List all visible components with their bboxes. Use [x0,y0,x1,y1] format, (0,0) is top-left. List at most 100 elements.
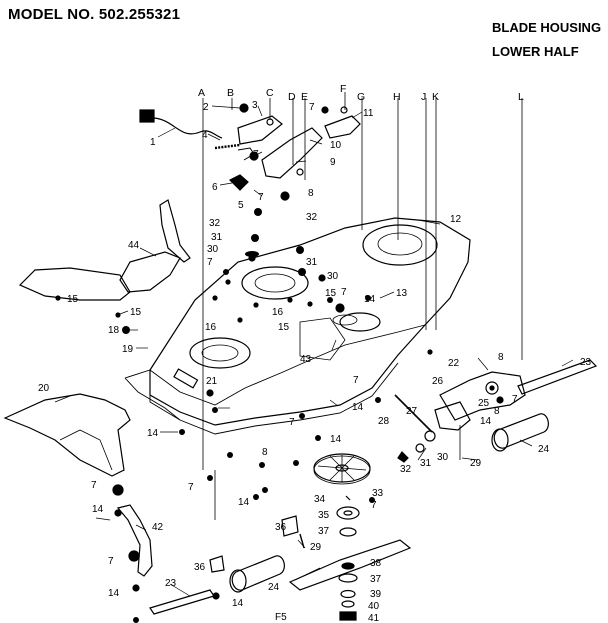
part-callout: 16 [205,322,217,333]
part-callout: 15 [67,294,79,305]
part-callout: 23 [580,357,592,368]
height-adjust-assembly [394,371,526,463]
part-callout: 18 [108,325,120,336]
part-callout: 8 [262,447,268,458]
column-letter: J [421,91,426,103]
part-callout: 8 [498,352,504,363]
part-callout: 30 [437,452,449,463]
idler-arm [112,484,153,592]
part-callout: 36 [275,522,287,533]
wire-harness [139,109,241,150]
part-callout: 40 [368,601,380,612]
part-callout: 37 [318,526,330,537]
part-callout: 20 [38,383,50,394]
part-callout: 37 [370,574,382,585]
part-callout: 34 [314,494,326,505]
diagram-title: BLADE HOUSING [492,20,602,35]
part-callout: 27 [406,406,418,417]
part-callout: 5 [238,200,244,211]
right-handle [491,359,598,452]
left-baffle [18,199,191,318]
column-letter: G [357,91,365,103]
part-callout: 30 [207,244,219,255]
part-callout: 33 [372,488,384,499]
part-callout: 42 [152,522,164,533]
mower-blade [288,539,412,591]
column-letter: L [518,91,524,103]
part-callout: 7 [309,102,315,113]
part-callout: 14 [352,402,364,413]
part-callout: 7 [91,480,97,491]
part-callout: 14 [92,504,104,515]
column-letter: K [432,91,439,103]
part-callout: 11 [363,108,374,119]
part-callout: 16 [272,307,284,318]
column-letter: D [288,91,296,103]
part-callout: 39 [370,589,382,600]
part-callout: 43 [300,354,312,365]
part-callout: 30 [327,271,339,282]
part-callout: 7 [353,375,359,386]
part-callout: 1 [150,137,156,148]
figure-code: F5 [275,612,287,623]
part-callout: 22 [448,358,460,369]
part-callouts: 1 2 3 4 5 6 7 7 7 7 7 7 7 7 7 7 7 7 8 8 … [38,100,592,623]
part-callout: 29 [470,458,482,469]
blade-housing-deck [124,217,471,435]
part-callout: 31 [211,232,223,243]
part-callout: 15 [130,307,142,318]
part-callout: 32 [209,218,221,229]
part-callout: 35 [318,510,330,521]
part-callout: 7 [253,149,259,160]
part-callout: 9 [330,157,336,168]
part-callout: 14 [330,434,342,445]
column-letter: A [198,87,205,99]
part-callout: 21 [206,376,218,387]
column-letter: C [266,87,274,99]
part-callout: 14 [147,428,159,439]
part-callout: 7 [341,287,347,298]
part-callout: 7 [108,556,114,567]
part-callout: 2 [203,102,209,113]
spindle-stack [336,495,360,621]
hinge-rod [173,368,214,397]
column-letter: H [393,91,401,103]
part-callout: 31 [420,458,432,469]
part-callout: 12 [450,214,462,225]
part-callout: 19 [122,344,134,355]
part-callout: 29 [310,542,322,553]
part-callout: 14 [480,416,492,427]
part-callout: 14 [232,598,244,609]
part-callout: 32 [306,212,318,223]
part-callout: 38 [370,558,382,569]
part-callout: 24 [538,444,550,455]
part-callout: 15 [278,322,290,333]
column-letters: A B C D E F G H J K L [198,83,524,103]
column-letter: B [227,87,234,99]
part-callout: 36 [194,562,206,573]
part-callout: 7 [188,482,194,493]
part-callout: 10 [330,140,342,151]
part-callout: 8 [494,406,500,417]
diagram-subtitle: LOWER HALF [492,44,579,59]
part-callout: 7 [258,192,264,203]
blade-pulley [313,453,371,485]
part-callout: 25 [478,398,490,409]
part-callout: 31 [306,257,318,268]
part-callout: 13 [396,288,408,299]
upper-brackets [228,103,361,201]
part-callout: 6 [212,182,218,193]
part-callout: 7 [207,257,213,268]
part-callout: 14 [238,497,250,508]
part-callout: 14 [108,588,120,599]
discharge-deflector [3,393,131,477]
part-callout: 32 [400,464,412,475]
part-callout: 44 [128,240,140,251]
part-callout: 28 [378,416,390,427]
part-callout: 3 [252,100,258,111]
model-number: MODEL NO. 502.255321 [8,6,181,23]
column-letter: E [301,91,308,103]
part-callout: 7 [371,500,377,511]
part-callout: 7 [289,417,295,428]
